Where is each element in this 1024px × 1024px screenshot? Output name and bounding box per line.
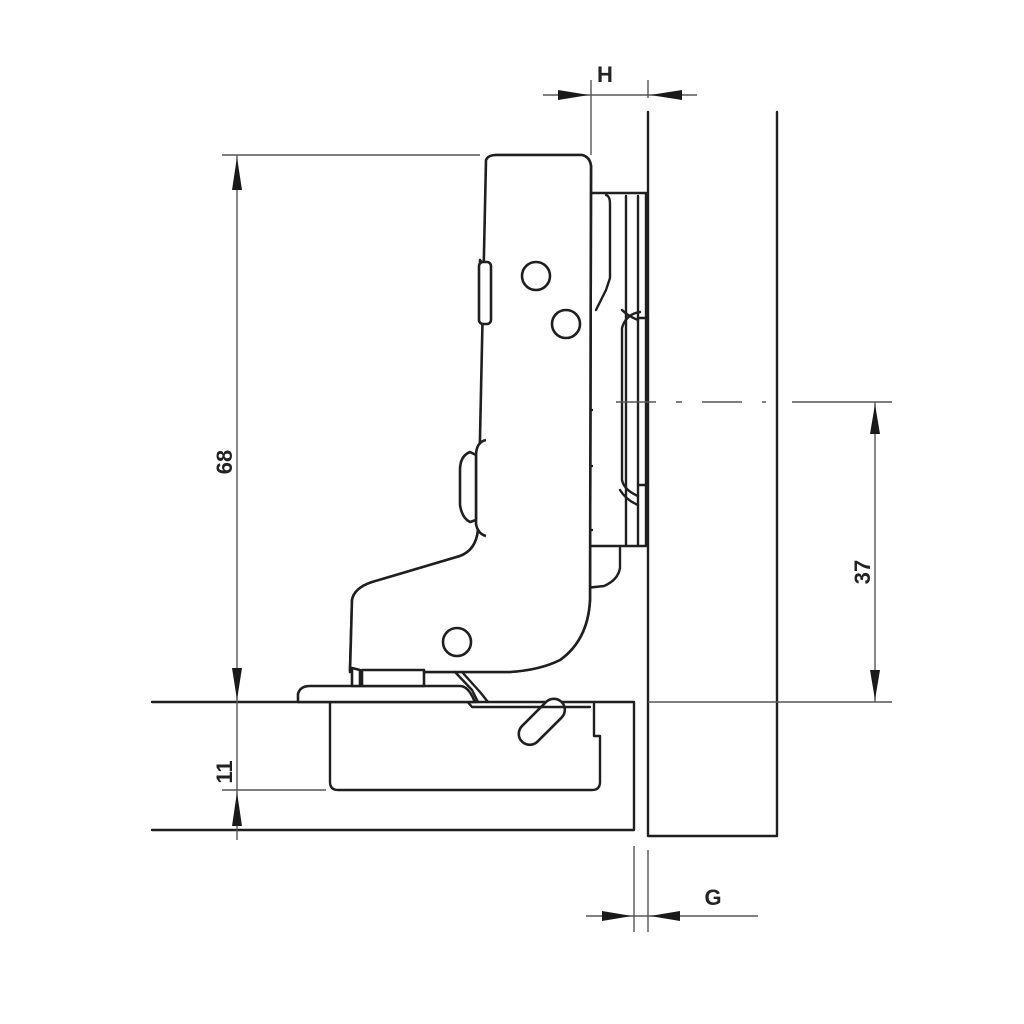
dimension-H-label: H [597, 62, 613, 87]
dimension-G: G [586, 846, 758, 932]
dimension-11-label: 11 [212, 760, 237, 783]
hinge-cup [328, 697, 602, 792]
hinge-arm [348, 153, 593, 704]
cup-flange [296, 684, 478, 704]
dimension-G-label: G [704, 885, 721, 910]
dimension-11: 11 [212, 702, 326, 840]
cabinet-side-panel [646, 110, 779, 838]
dimension-37: 37 [616, 401, 892, 703]
dimension-H: H [543, 62, 697, 155]
dimension-68: 68 [212, 154, 480, 702]
dimension-37-label: 37 [850, 560, 875, 584]
dimension-68-label: 68 [212, 450, 237, 474]
